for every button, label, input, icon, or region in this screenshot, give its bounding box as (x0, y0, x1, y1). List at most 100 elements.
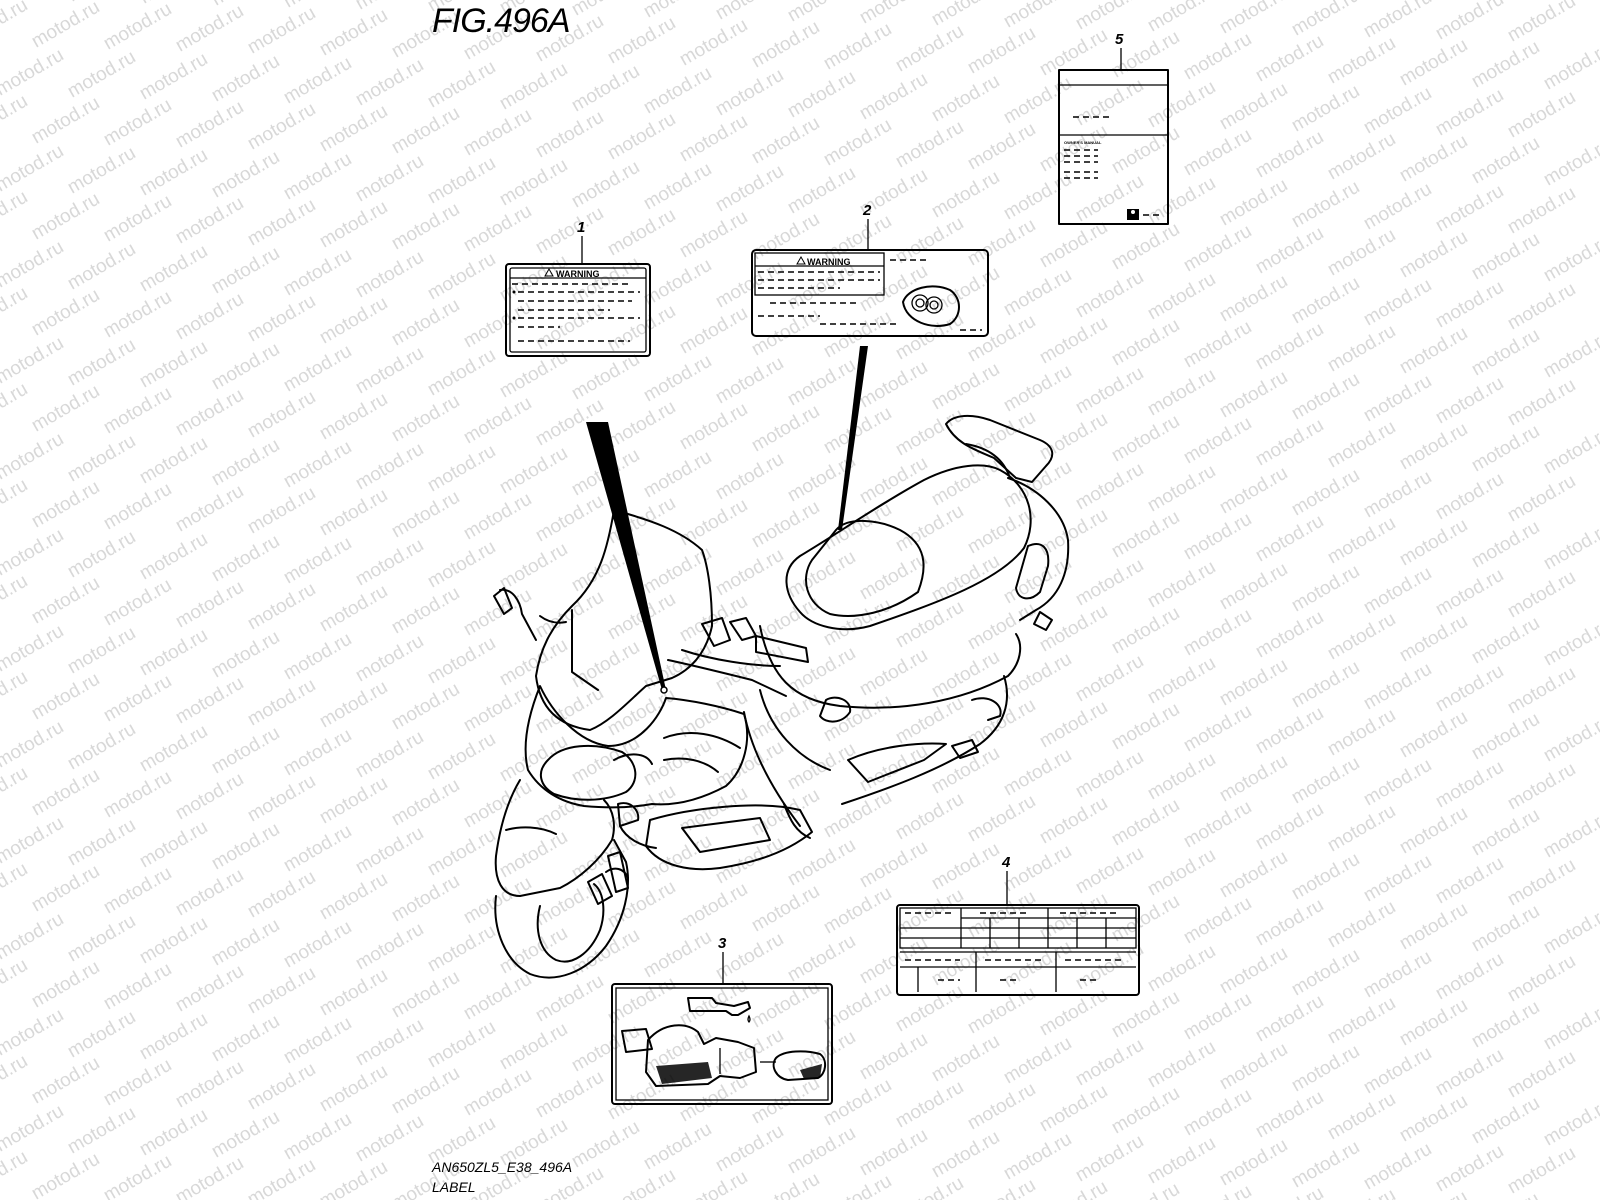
part-3-oil-label[interactable]: 3 (611, 935, 833, 1105)
watermark-text: motod.ru (784, 0, 859, 26)
watermark-text: motod.ru (1324, 1185, 1399, 1200)
watermark-text: motod.ru (1432, 661, 1507, 717)
watermark-text: motod.ru (1216, 751, 1291, 807)
watermark-text: motod.ru (280, 533, 355, 589)
watermark-text: motod.ru (1180, 413, 1255, 469)
watermark-text: motod.ru (28, 477, 103, 533)
watermark-text: motod.ru (1072, 459, 1147, 515)
callout-3: 3 (718, 935, 727, 952)
watermark-text: motod.ru (1540, 327, 1600, 383)
watermark-text: motod.ru (748, 689, 823, 745)
dipstick-sketch (760, 1050, 826, 1081)
watermark-text: motod.ru (676, 303, 751, 359)
watermark-text: motod.ru (1432, 853, 1507, 909)
watermark-text: motod.ru (1288, 81, 1363, 137)
watermark-text: motod.ru (316, 965, 391, 1021)
watermark-text: motod.ru (1432, 949, 1507, 1005)
watermark-text: motod.ru (100, 287, 175, 343)
watermark-text: motod.ru (1252, 607, 1327, 663)
watermark-text: motod.ru (1540, 711, 1600, 767)
watermark-text: motod.ru (172, 1057, 247, 1113)
watermark-text: motod.ru (172, 97, 247, 153)
watermark-text: motod.ru (640, 351, 715, 407)
label-2-warning-text: WARNING (807, 257, 851, 267)
watermark-text: motod.ru (1000, 1033, 1075, 1089)
watermark-text: motod.ru (1072, 747, 1147, 803)
part-5-owners-manual[interactable]: 5 OWNER'S MANUAL (1058, 31, 1169, 225)
watermark-text: motod.ru (640, 255, 715, 311)
watermark-text: motod.ru (784, 67, 859, 123)
watermark-text: motod.ru (208, 723, 283, 779)
watermark-text: motod.ru (388, 967, 463, 1023)
watermark-text: motod.ru (388, 775, 463, 831)
watermark-text: motod.ru (856, 0, 931, 28)
watermark-text: motod.ru (1180, 29, 1255, 85)
watermark-text: motod.ru (136, 49, 211, 105)
watermark-text: motod.ru (280, 917, 355, 973)
part-1-warning-label[interactable]: 1 WARNING (505, 219, 651, 357)
watermark-text: motod.ru (280, 245, 355, 301)
watermark-text: motod.ru (280, 1109, 355, 1165)
figure-title: FIG.496A (432, 2, 570, 40)
watermark-text: motod.ru (1144, 1133, 1219, 1189)
watermark-text: motod.ru (1144, 653, 1219, 709)
watermark-text: motod.ru (1036, 217, 1111, 273)
watermark-text: motod.ru (64, 815, 139, 871)
watermark-text: motod.ru (1000, 1129, 1075, 1185)
watermark-text: motod.ru (1288, 657, 1363, 713)
watermark-text: motod.ru (748, 497, 823, 553)
watermark-text: motod.ru (928, 1127, 1003, 1183)
watermark-text: motod.ru (892, 693, 967, 749)
watermark-text: motod.ru (280, 629, 355, 685)
watermark-text: motod.ru (208, 339, 283, 395)
watermark-text: motod.ru (1036, 985, 1111, 1041)
watermark-text: motod.ru (1216, 79, 1291, 135)
watermark-text: motod.ru (0, 187, 31, 243)
watermark-text: motod.ru (460, 201, 535, 257)
watermark-text: motod.ru (424, 345, 499, 401)
watermark-text: motod.ru (0, 667, 31, 723)
watermark-text: motod.ru (532, 587, 607, 643)
watermark-text: motod.ru (352, 823, 427, 879)
watermark-text: motod.ru (388, 487, 463, 543)
watermark-text: motod.ru (1108, 507, 1183, 563)
watermark-text: motod.ru (1360, 0, 1435, 42)
watermark-text: motod.ru (532, 1067, 607, 1123)
watermark-text: motod.ru (1036, 697, 1111, 753)
watermark-text: motod.ru (244, 387, 319, 443)
watermark-text: motod.ru (244, 483, 319, 539)
callout-2: 2 (862, 202, 872, 219)
watermark-text: motod.ru (28, 957, 103, 1013)
part-4-tire-label[interactable]: 4 (896, 854, 1140, 996)
watermark-text: motod.ru (0, 91, 31, 147)
watermark-text: motod.ru (1432, 1045, 1507, 1101)
part-2-warning-label[interactable]: 2 WARNING (751, 202, 989, 337)
watermark-text: motod.ru (496, 59, 571, 115)
watermark-text: motod.ru (136, 817, 211, 873)
watermark-text: motod.ru (1288, 177, 1363, 233)
watermark-text: motod.ru (136, 241, 211, 297)
watermark-text: motod.ru (676, 879, 751, 935)
watermark-text: motod.ru (28, 1053, 103, 1109)
watermark-text: motod.ru (1180, 1085, 1255, 1141)
watermark-text: motod.ru (964, 119, 1039, 175)
watermark-text: motod.ru (892, 117, 967, 173)
watermark-text: motod.ru (208, 147, 283, 203)
watermark-text: motod.ru (1396, 899, 1471, 955)
watermark-text: motod.ru (1396, 1091, 1471, 1147)
watermark-text: motod.ru (388, 679, 463, 735)
watermark-text: motod.ru (1360, 563, 1435, 619)
manual-heading: OWNER'S MANUAL (1064, 140, 1102, 145)
watermark-text: motod.ru (568, 925, 643, 981)
watermark-text: motod.ru (172, 1153, 247, 1200)
watermark-text: motod.ru (1540, 135, 1600, 191)
watermark-text: motod.ru (1324, 993, 1399, 1049)
watermark-text: motod.ru (712, 449, 787, 505)
watermark-text: motod.ru (1396, 1187, 1471, 1200)
watermark-text: motod.ru (1432, 373, 1507, 429)
watermark-text: motod.ru (316, 1061, 391, 1117)
watermark-text: motod.ru (640, 159, 715, 215)
watermark-text: motod.ru (460, 105, 535, 161)
watermark-text: motod.ru (316, 677, 391, 733)
watermark-text: motod.ru (1432, 181, 1507, 237)
